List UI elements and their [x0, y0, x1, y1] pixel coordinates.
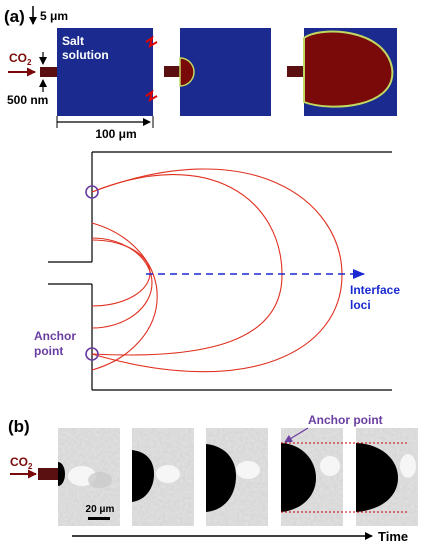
salt-solution-box-1	[57, 28, 153, 116]
anchor-point-top	[85, 185, 99, 199]
salt-label-line1: Salt	[62, 34, 84, 48]
pore-channel-2	[164, 66, 186, 77]
time-frame-5	[356, 428, 418, 526]
panel-b-label: (b)	[8, 417, 30, 436]
time-frame-2	[132, 428, 194, 526]
interface-arc-4	[91, 174, 283, 356]
anchor-label-b: Anchor point	[308, 413, 383, 427]
panel-b: (b) CO2	[8, 413, 418, 544]
scale-bar-label: 20 μm	[86, 504, 115, 515]
anchor-pointer-arrow	[284, 427, 309, 443]
interface-arc-3	[91, 222, 158, 371]
break-mark-top	[145, 35, 158, 49]
width-dim-label: 100 μm	[95, 127, 136, 141]
anchor-point-bottom	[85, 347, 99, 361]
pore-channel-1	[40, 67, 57, 77]
anchor-label-line1: Anchor	[34, 329, 76, 343]
salt-label-line2: solution	[62, 48, 109, 62]
co2-label-a: CO2	[9, 51, 32, 67]
interface-arc-5	[91, 168, 343, 373]
pore-width-label: 500 nm	[7, 93, 48, 107]
interface-diagram: Interface loci Anchor point	[34, 151, 400, 391]
co2-bubble-large	[303, 30, 394, 108]
anchor-label-line2: point	[34, 344, 63, 358]
interface-label-line1: Interface	[350, 283, 400, 297]
panel-a-label: (a)	[4, 7, 25, 26]
panel-a: (a) 5 μm Salt solution CO2 500 nm 100 μm	[4, 6, 397, 141]
time-frame-3	[206, 428, 268, 526]
scale-bar	[88, 517, 110, 520]
interface-arc-1	[91, 239, 151, 307]
top-dim-label: 5 μm	[40, 9, 68, 23]
interface-label-line2: loci	[350, 298, 371, 312]
time-frame-4	[281, 428, 343, 526]
co2-bubble-small	[179, 57, 195, 87]
co2-label-b: CO2	[10, 455, 33, 471]
interface-arc-2	[91, 237, 153, 329]
time-label: Time	[378, 529, 408, 544]
salt-solution-box-2	[180, 28, 271, 116]
time-frame-1	[38, 428, 120, 526]
pore-channel-b	[38, 468, 64, 480]
break-mark-bottom	[145, 89, 158, 103]
pore-channel-3	[287, 66, 311, 77]
